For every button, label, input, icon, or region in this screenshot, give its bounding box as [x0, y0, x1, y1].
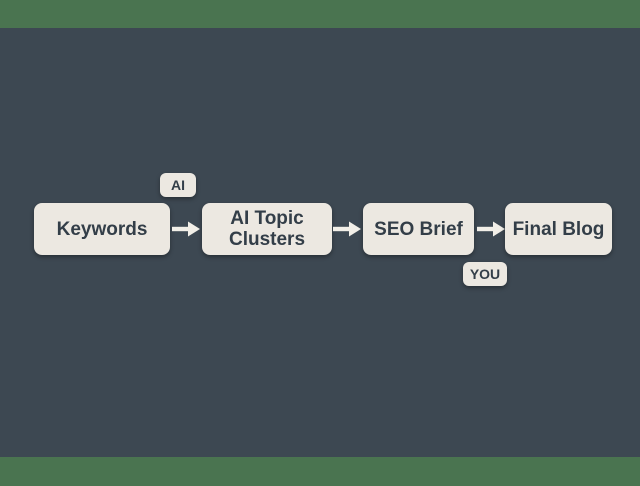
ai-badge: AI — [160, 173, 196, 197]
flow-node-keywords: Keywords — [34, 203, 170, 255]
flow-arrow-icon — [172, 221, 200, 237]
flow-node-seo-brief: SEO Brief — [363, 203, 474, 255]
top-green-bar — [0, 0, 640, 28]
node-label: SEO Brief — [374, 218, 463, 240]
flow-arrow-icon — [333, 221, 361, 237]
flow-arrow-icon — [477, 221, 505, 237]
node-label: Final Blog — [512, 218, 605, 240]
node-label: AI Topic Clusters — [228, 208, 306, 250]
flow-node-ai-topic-clusters: AI Topic Clusters — [202, 203, 332, 255]
flow-node-final-blog: Final Blog — [505, 203, 612, 255]
ai-badge-label: AI — [171, 177, 185, 193]
you-badge: YOU — [463, 262, 507, 286]
node-label: Keywords — [56, 218, 148, 240]
you-badge-label: YOU — [469, 266, 501, 282]
bottom-green-bar — [0, 457, 640, 486]
